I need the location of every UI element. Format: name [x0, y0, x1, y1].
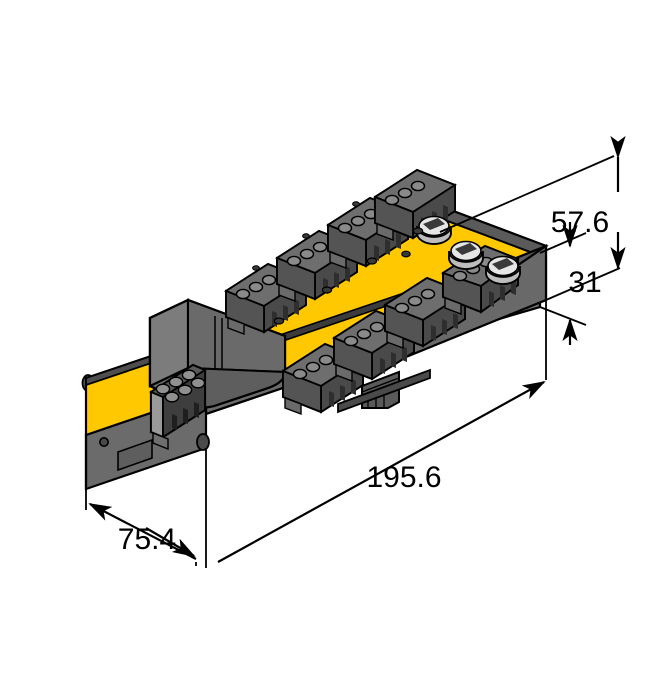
dimension-line	[217, 381, 546, 563]
dimension-line	[145, 527, 196, 557]
dimension-height-body: 31	[539, 222, 602, 345]
mounting-hole	[196, 433, 210, 451]
dimension-label-height-body: 31	[568, 266, 601, 299]
round-connector[interactable]	[448, 240, 484, 270]
round-connector[interactable]	[485, 255, 521, 285]
extension-line	[439, 155, 615, 233]
dimension-length-overall: 195.6	[205, 300, 547, 568]
io-module-assembly	[81, 168, 549, 491]
terminal-block-six-pole[interactable]	[149, 363, 207, 451]
mounting-hole	[99, 436, 110, 447]
dimension-label-height-overall: 57.6	[551, 206, 609, 239]
round-connector[interactable]	[416, 215, 452, 245]
extension-line	[545, 267, 621, 301]
board-vias	[252, 201, 424, 325]
terminal-block-front-row	[281, 244, 520, 416]
dimension-label-width-overall: 75.4	[118, 523, 176, 556]
round-connectors	[416, 215, 521, 285]
dimension-width-overall: 75.4	[85, 489, 197, 566]
terminal-block[interactable]	[440, 244, 520, 316]
din-rail-latch[interactable]	[337, 368, 431, 414]
dimension-label-length-overall: 195.6	[366, 461, 441, 494]
dimension-height-overall: 57.6	[439, 135, 626, 301]
extension-line	[539, 306, 587, 326]
